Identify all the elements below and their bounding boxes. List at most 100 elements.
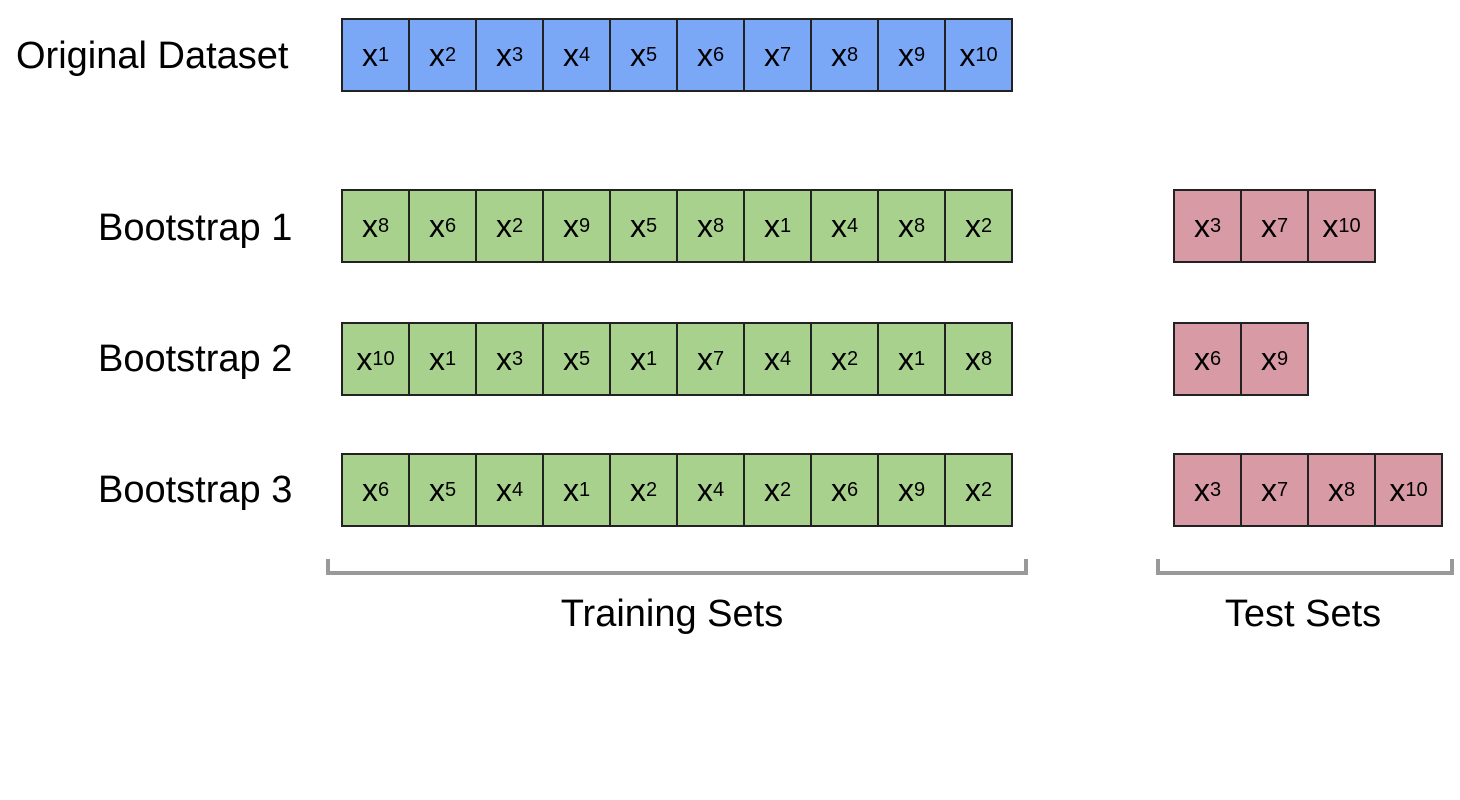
sample-variable: x xyxy=(356,341,373,377)
sample-variable: x xyxy=(1193,341,1210,377)
sample-variable: x xyxy=(763,472,780,508)
sample-variable: x xyxy=(495,472,512,508)
sample-variable: x xyxy=(897,37,914,73)
sample-variable: x xyxy=(495,37,512,73)
sample-variable: x xyxy=(428,472,445,508)
training-sets-bracket xyxy=(326,559,1028,575)
sample-variable: x xyxy=(897,208,914,244)
sample-variable: x xyxy=(1260,341,1277,377)
sample-variable: x xyxy=(696,208,713,244)
sample-variable: x xyxy=(696,472,713,508)
sample-variable: x xyxy=(1260,208,1277,244)
sample-variable: x xyxy=(964,341,981,377)
test-sets-bracket xyxy=(1156,559,1454,575)
sample-variable: x xyxy=(495,341,512,377)
sample-variable: x xyxy=(629,208,646,244)
sample-variable: x xyxy=(562,208,579,244)
sample-variable: x xyxy=(495,208,512,244)
sample-variable: x xyxy=(763,341,780,377)
sample-variable: x xyxy=(763,37,780,73)
row-label-original-dataset: Original Dataset xyxy=(16,35,289,77)
row-label-bootstrap-1: Bootstrap 1 xyxy=(98,207,293,249)
sample-variable: x xyxy=(964,208,981,244)
sample-variable: x xyxy=(964,472,981,508)
training-sets-caption: Training Sets xyxy=(560,593,784,635)
sample-variable: x xyxy=(361,208,378,244)
sample-variable: x xyxy=(696,341,713,377)
sample-variable: x xyxy=(428,208,445,244)
sample-variable: x xyxy=(1193,472,1210,508)
sample-variable: x xyxy=(959,37,976,73)
sample-variable: x xyxy=(830,37,847,73)
sample-variable: x xyxy=(562,472,579,508)
sample-variable: x xyxy=(1260,472,1277,508)
sample-variable: x xyxy=(629,341,646,377)
sample-variable: x xyxy=(1327,472,1344,508)
sample-variable: x xyxy=(696,37,713,73)
sample-variable: x xyxy=(1193,208,1210,244)
sample-variable: x xyxy=(830,341,847,377)
sample-variable: x xyxy=(1389,472,1406,508)
sample-variable: x xyxy=(897,341,914,377)
test-sets-caption: Test Sets xyxy=(1224,593,1382,635)
sample-variable: x xyxy=(897,472,914,508)
sample-variable: x xyxy=(361,472,378,508)
row-label-bootstrap-2: Bootstrap 2 xyxy=(98,338,293,380)
sample-variable: x xyxy=(562,341,579,377)
sample-variable: x xyxy=(830,208,847,244)
sample-variable: x xyxy=(361,37,378,73)
sample-variable: x xyxy=(830,472,847,508)
sample-variable: x xyxy=(428,37,445,73)
sample-variable: x xyxy=(629,37,646,73)
